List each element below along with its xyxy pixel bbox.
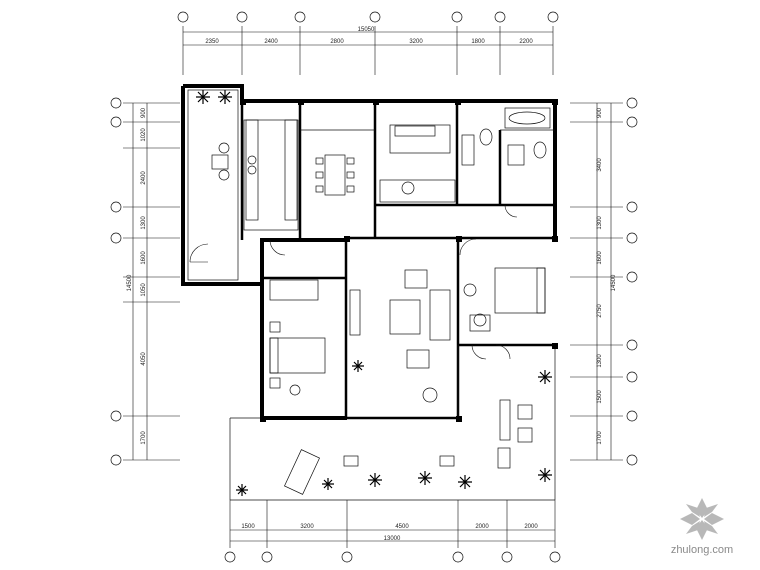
bottom-dim-1: 1500 bbox=[241, 524, 255, 530]
bottom-overall-dimension: 13000 bbox=[384, 536, 401, 542]
right-segment-labels: 900 3400 1300 1600 2750 1300 1500 1700 bbox=[597, 107, 603, 444]
left-axis-markers bbox=[110, 97, 122, 466]
bottom-dim-3: 4500 bbox=[395, 524, 409, 530]
top-overall-dimension: 15050 bbox=[358, 27, 375, 33]
left-dim-6: 1050 bbox=[141, 283, 147, 297]
left-segment-labels: 900 1020 2400 1300 1600 1050 4050 1700 bbox=[141, 107, 147, 444]
coffee-table bbox=[389, 299, 421, 335]
door-swings bbox=[189, 204, 518, 360]
plant bbox=[538, 468, 552, 482]
plant bbox=[322, 478, 334, 490]
plant bbox=[368, 473, 382, 487]
bottom-dim-2: 3200 bbox=[300, 524, 314, 530]
bottom-dimension-chain bbox=[229, 500, 556, 548]
dining-table bbox=[324, 154, 346, 196]
top-dim-5: 1800 bbox=[471, 39, 485, 45]
interior-walls bbox=[240, 101, 555, 420]
plant bbox=[218, 90, 232, 104]
watermark-logo-icon bbox=[680, 498, 724, 540]
bottom-dim-5: 2000 bbox=[524, 524, 538, 530]
plants bbox=[196, 90, 552, 496]
left-dim-4: 1300 bbox=[141, 216, 147, 230]
plant bbox=[418, 471, 432, 485]
plant bbox=[352, 360, 364, 372]
plant bbox=[538, 370, 552, 384]
top-dim-4: 3200 bbox=[409, 39, 423, 45]
right-dim-6: 1300 bbox=[597, 354, 603, 368]
watermark: zhulong.com bbox=[662, 496, 742, 556]
thin-partitions bbox=[187, 89, 556, 501]
bottom-dim-4: 2000 bbox=[475, 524, 489, 530]
right-axis-markers bbox=[626, 97, 638, 466]
right-dim-5: 2750 bbox=[597, 304, 603, 318]
left-dim-1: 900 bbox=[141, 107, 147, 118]
furniture bbox=[211, 107, 551, 495]
bottom-segment-labels: 1500 3200 4500 2000 2000 bbox=[241, 524, 538, 530]
structural-columns bbox=[240, 99, 558, 422]
watermark-text: zhulong.com bbox=[670, 544, 734, 556]
right-dim-1: 900 bbox=[597, 107, 603, 118]
top-dim-6: 2200 bbox=[519, 39, 533, 45]
right-dim-8: 1700 bbox=[597, 431, 603, 445]
right-dim-3: 1300 bbox=[597, 216, 603, 230]
top-axis-markers bbox=[177, 11, 559, 23]
left-dim-8: 1700 bbox=[141, 431, 147, 445]
right-dim-7: 1500 bbox=[597, 390, 603, 404]
plant bbox=[196, 90, 210, 104]
top-dim-2: 2400 bbox=[264, 39, 278, 45]
plant bbox=[458, 475, 472, 489]
sofa bbox=[429, 289, 451, 341]
top-dimension-chain bbox=[182, 26, 554, 75]
left-overall-dimension: 14500 bbox=[127, 274, 133, 291]
left-dimension-chain bbox=[123, 102, 180, 461]
left-dim-3: 2400 bbox=[141, 171, 147, 185]
left-dim-5: 1600 bbox=[141, 251, 147, 265]
top-dim-3: 2800 bbox=[330, 39, 344, 45]
right-overall-dimension: 14500 bbox=[611, 274, 617, 291]
left-dim-2: 1020 bbox=[141, 128, 147, 142]
right-dim-2: 3400 bbox=[597, 158, 603, 172]
bottom-axis-markers bbox=[224, 551, 561, 563]
right-dim-4: 1600 bbox=[597, 251, 603, 265]
right-dimension-chain bbox=[570, 102, 623, 461]
top-dim-1: 2350 bbox=[205, 39, 219, 45]
master-bed bbox=[494, 267, 546, 314]
top-segment-labels: 2350 2400 2800 3200 1800 2200 bbox=[205, 39, 533, 45]
plant bbox=[236, 484, 248, 496]
left-dim-7: 4050 bbox=[141, 352, 147, 366]
